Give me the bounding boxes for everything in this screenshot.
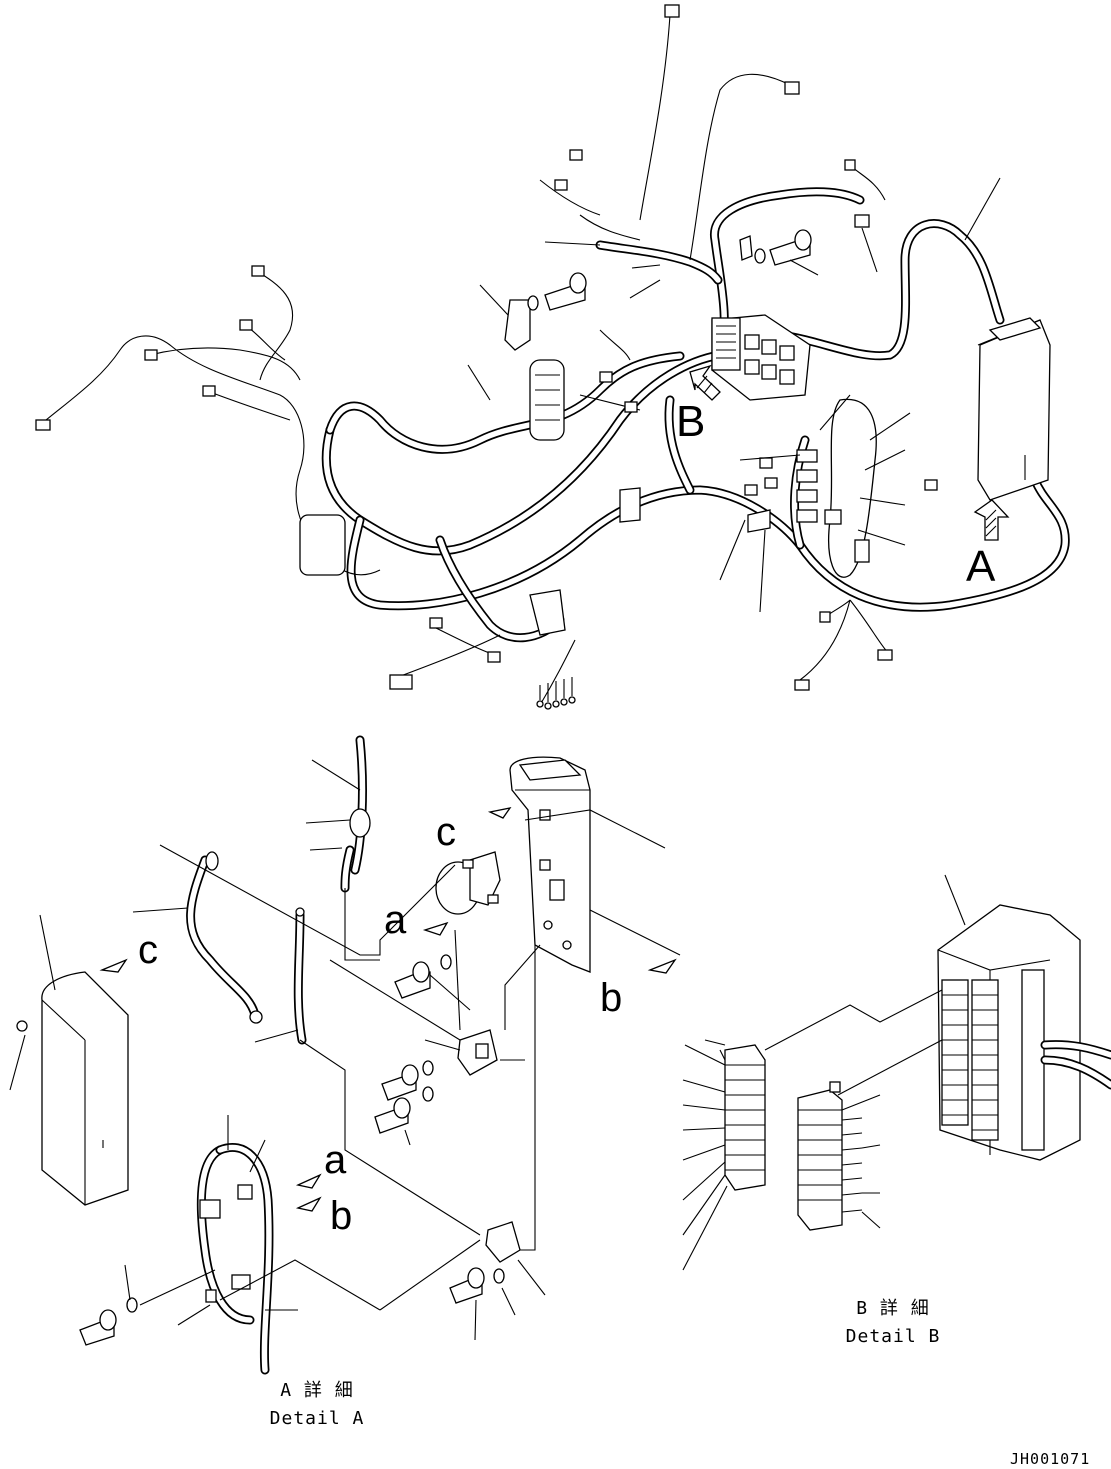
battery-relay <box>435 851 501 915</box>
ref-letter-c-cover: c <box>138 928 158 972</box>
fuse-slots <box>941 969 1045 1151</box>
fuse-box <box>711 314 811 401</box>
detail-b-assembly <box>682 874 1111 1271</box>
ref-letter-a-harness: a <box>324 1138 347 1182</box>
view-arrow-b <box>689 364 721 401</box>
ref-letter-c-bracket: c <box>436 810 456 854</box>
detail-b-caption-en: Detail B <box>845 1326 941 1347</box>
main-harness-assembly <box>35 4 1070 710</box>
view-label-a: A <box>966 542 996 591</box>
cover-box-view-a <box>977 317 1051 501</box>
detail-b-caption-jp: B 詳 細 <box>856 1298 930 1319</box>
fuse-strip-2 <box>797 1081 863 1231</box>
view-label-b: B <box>676 397 706 446</box>
detail-a-caption-jp: A 詳 細 <box>280 1380 354 1401</box>
ref-letter-a-relay: a <box>384 898 407 942</box>
fuse-strip-1 <box>704 1039 766 1191</box>
drawing-code: JH001071 <box>1010 1450 1091 1468</box>
view-arrow-a <box>973 499 1010 541</box>
ref-letter-b-bracket: b <box>600 976 623 1020</box>
detail-a-caption-en: Detail A <box>269 1408 365 1429</box>
cover-plate <box>16 971 129 1206</box>
detail-a-assembly <box>9 735 681 1375</box>
ref-letter-b-harness: b <box>330 1194 353 1238</box>
bolts-detail-a <box>79 954 505 1346</box>
mounting-bracket <box>509 756 591 973</box>
